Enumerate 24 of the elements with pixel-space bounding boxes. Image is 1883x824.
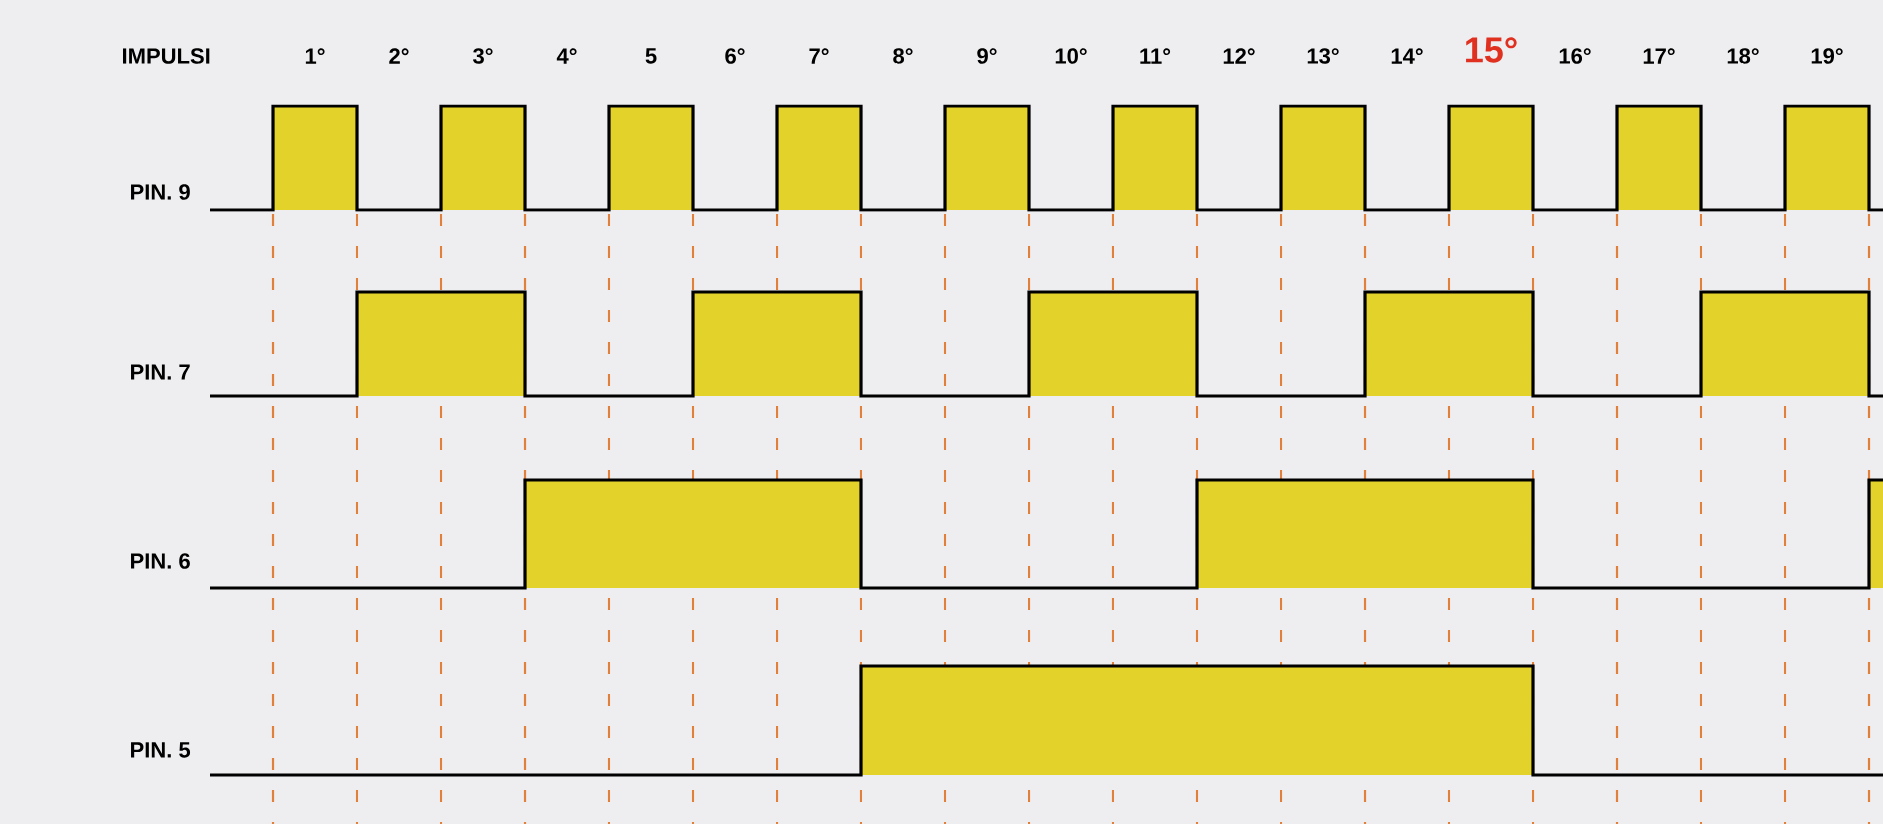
- pin-label: PIN. 5: [131, 742, 191, 758]
- pulse-number: 9°: [977, 48, 997, 64]
- pulse-number: 11°: [1140, 48, 1171, 64]
- pulse-number: 1°: [305, 48, 325, 64]
- pulse-number: 4°: [556, 48, 577, 64]
- pulse-number: 17°: [1643, 48, 1675, 64]
- pin-label: PIN. 7: [131, 364, 190, 380]
- pulse-number: 5: [645, 48, 657, 64]
- pulse-number: 2°: [389, 48, 409, 64]
- pulse-number: 13°: [1307, 48, 1339, 64]
- pulse-number: 16°: [1559, 48, 1591, 64]
- pulse-number: 6°: [725, 48, 745, 64]
- pulse-number: 3°: [473, 48, 493, 64]
- pulse-number: 12°: [1223, 48, 1255, 64]
- pulse-number: 18°: [1727, 48, 1759, 64]
- pulse-number: 10°: [1055, 48, 1087, 64]
- pulse-number: 19°: [1811, 48, 1843, 64]
- row-header: IMPULSI: [123, 48, 210, 64]
- pulse-number: 14°: [1391, 48, 1423, 64]
- pulse-number: 8°: [893, 48, 913, 64]
- pin-label: PIN. 9: [131, 184, 190, 200]
- pin-label: PIN. 6: [131, 553, 190, 569]
- pulse-number: 7°: [809, 48, 829, 64]
- pulse-number: 15°: [1466, 37, 1517, 63]
